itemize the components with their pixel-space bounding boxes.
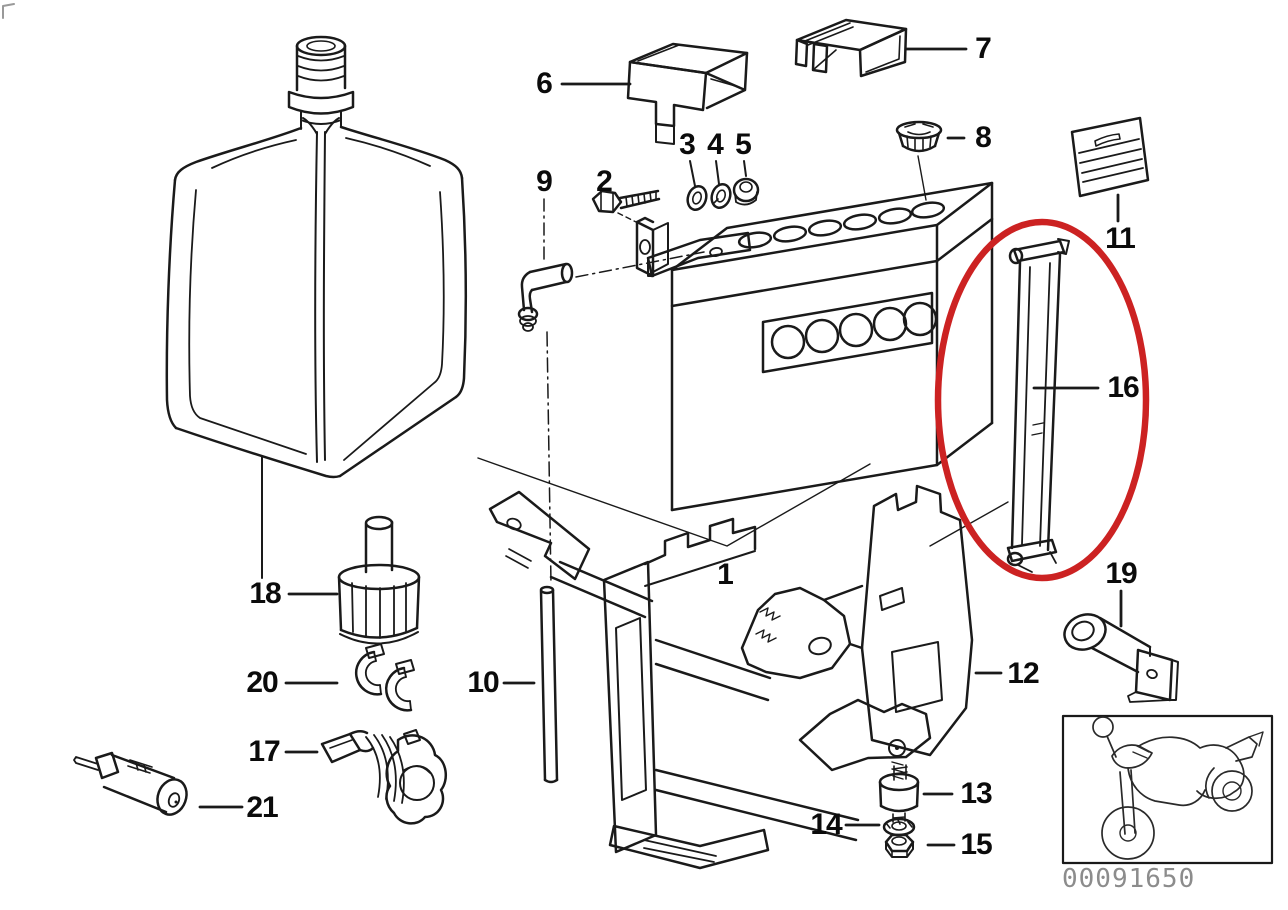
vent-elbow — [517, 198, 705, 585]
callout-14[interactable]: 14 — [810, 808, 842, 841]
callout-8[interactable]: 8 — [975, 121, 992, 154]
filler-spout — [337, 515, 421, 645]
lock-washer — [882, 817, 916, 837]
warning-label — [1070, 116, 1150, 198]
callout-20[interactable]: 20 — [246, 666, 278, 699]
callout-3[interactable]: 3 — [679, 128, 696, 161]
callout-18[interactable]: 18 — [249, 577, 281, 610]
cell-plug — [895, 120, 943, 201]
battery-cover — [794, 18, 908, 78]
terminal-cover — [626, 42, 749, 145]
battery — [635, 181, 994, 512]
leader-lines — [198, 47, 1123, 847]
callout-21[interactable]: 21 — [246, 791, 278, 824]
callout-10[interactable]: 10 — [467, 666, 499, 699]
hex-bolt — [591, 189, 661, 229]
battery-tray — [488, 484, 974, 870]
callout-17[interactable]: 17 — [248, 735, 280, 768]
hose-clip — [354, 643, 415, 712]
angle-bracket — [1063, 613, 1179, 703]
callout-19[interactable]: 19 — [1105, 557, 1137, 590]
callout-12[interactable]: 12 — [1007, 657, 1039, 690]
highlight-ellipse — [934, 218, 1150, 582]
callout-11[interactable]: 11 — [1105, 222, 1136, 255]
diagram-code: 00091650 — [1062, 864, 1196, 894]
hex-nut — [884, 833, 915, 858]
washer-set — [686, 177, 760, 211]
callout-7[interactable]: 7 — [975, 32, 992, 65]
plug-connector — [73, 751, 188, 816]
vent-tube — [539, 585, 559, 784]
hold-down-strap — [1006, 238, 1070, 573]
motorcycle-icon — [1092, 716, 1264, 860]
scan-artifact — [2, 3, 15, 19]
callout-5[interactable]: 5 — [735, 128, 752, 161]
callout-2[interactable]: 2 — [596, 165, 613, 198]
projection-lines — [477, 457, 1009, 547]
callout-16[interactable]: 16 — [1107, 371, 1139, 404]
callout-1[interactable]: 1 — [717, 558, 734, 591]
callout-15[interactable]: 15 — [960, 828, 992, 861]
callout-9[interactable]: 9 — [536, 165, 553, 198]
callout-4[interactable]: 4 — [707, 128, 724, 161]
rubber-buffer — [878, 764, 920, 823]
callout-13[interactable]: 13 — [960, 777, 992, 810]
power-socket — [320, 729, 448, 825]
callout-6[interactable]: 6 — [536, 67, 553, 100]
acid-bottle — [165, 35, 467, 479]
thumbnail-box — [1061, 714, 1274, 865]
